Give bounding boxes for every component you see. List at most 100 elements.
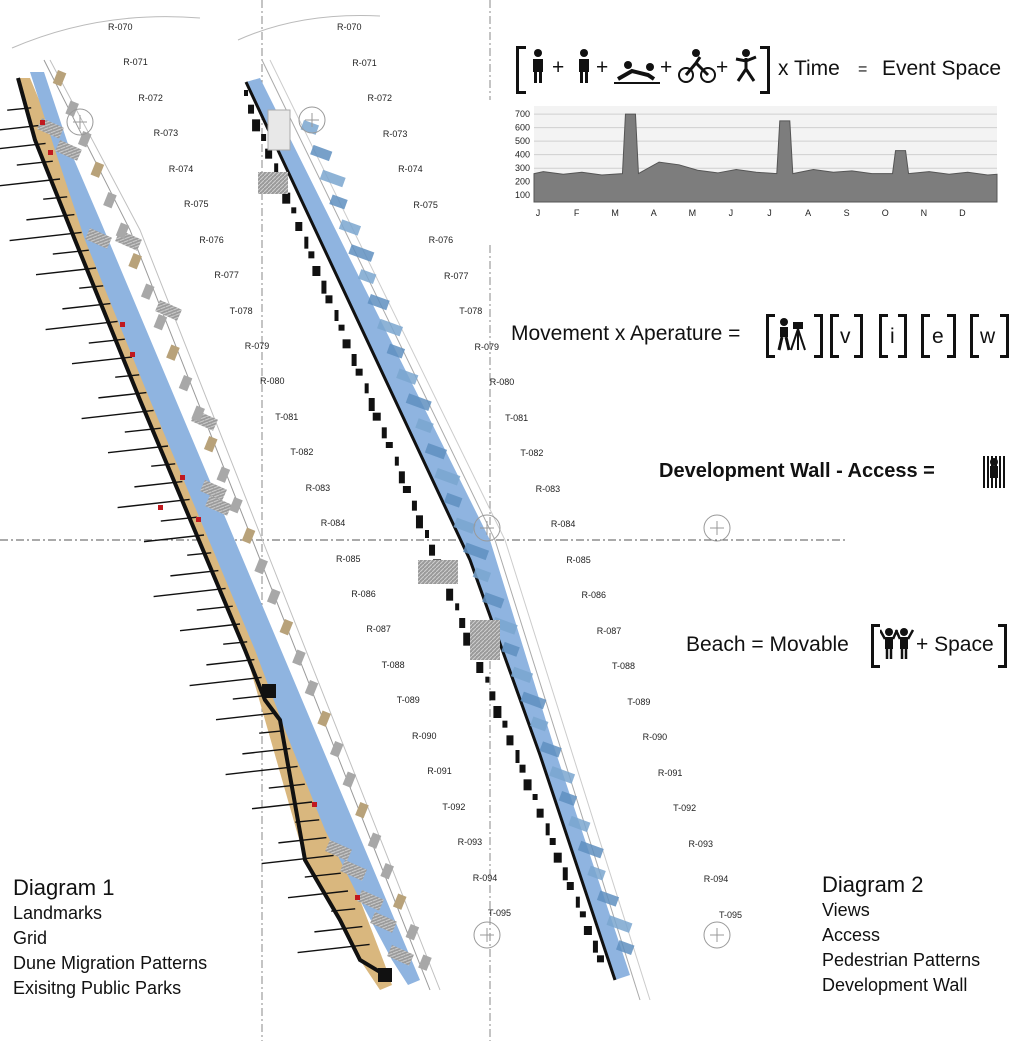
building-block [533, 794, 538, 800]
building-block [291, 207, 296, 213]
diagram1-grid-label: T-082 [290, 447, 313, 457]
chart-x-tick: A [805, 208, 811, 218]
view-photo [320, 170, 346, 188]
plus-sign: + [596, 56, 608, 80]
photo-tile [418, 955, 432, 971]
diagram1-item: Grid [13, 926, 47, 951]
building-block [537, 809, 544, 818]
diagram1-grid-label: R-072 [138, 93, 163, 103]
view-photo [339, 219, 361, 235]
photo-tile [103, 192, 117, 208]
view-letter-e: e [932, 325, 944, 349]
left-bracket [970, 314, 979, 358]
left-bracket [766, 314, 775, 358]
diagram2-grid-label: T-081 [505, 413, 528, 423]
diagram1-grid-label: R-091 [427, 766, 452, 776]
photo-tile [78, 131, 92, 147]
diagram2-grid-label: R-087 [597, 626, 622, 636]
movement-lhs: Movement x Aperature = [511, 322, 740, 346]
building-block [365, 383, 369, 393]
diagram1-grid-label: R-075 [184, 199, 209, 209]
arc-line [12, 17, 200, 48]
diagram1-grid-label: R-074 [169, 164, 194, 174]
diagram1-grid-label: R-085 [336, 554, 361, 564]
building-block [485, 677, 489, 683]
chart-y-tick: 300 [515, 163, 530, 173]
photo-tile [217, 467, 231, 483]
right-bracket [760, 46, 770, 94]
building-block [339, 325, 345, 331]
building-block [567, 882, 574, 890]
diagram1-title: Diagram 1 [13, 875, 114, 901]
building-block [416, 515, 423, 528]
diagram1-grid-label: R-090 [412, 731, 437, 741]
times-time: x Time [778, 57, 840, 81]
diagram2-grid-label: R-072 [368, 93, 393, 103]
building-block [459, 618, 465, 628]
building-block [584, 926, 592, 935]
edge-line [44, 60, 430, 990]
building-block [550, 838, 556, 845]
building-block [563, 867, 568, 880]
diagram2-grid-label: R-073 [383, 129, 408, 139]
landmark-marker [158, 505, 163, 510]
diagram2-title: Diagram 2 [822, 872, 923, 898]
camera-tripod-icon [775, 316, 815, 352]
hatched-area [418, 560, 458, 584]
building-block [248, 105, 254, 114]
left-bracket [921, 314, 930, 358]
diagram1-grid-label: R-077 [214, 270, 239, 280]
building-block [282, 193, 290, 204]
landmark-marker [196, 517, 201, 522]
photo-tile [280, 619, 294, 635]
landmark-marker [40, 120, 45, 125]
diagram2-item: Access [822, 923, 880, 948]
diagram1-grid-label: T-092 [442, 802, 465, 812]
building-block [304, 237, 308, 249]
building-block [493, 706, 501, 718]
diagram1-grid-label: R-083 [306, 483, 331, 493]
diagram1-grid-label: R-071 [123, 57, 148, 67]
grid-tick [206, 660, 254, 665]
diagram2-item: Development Wall [822, 973, 967, 998]
diagram1-item: Exisitng Public Parks [13, 976, 181, 1001]
photo-tile [380, 863, 394, 879]
chart-y-tick: 100 [515, 190, 530, 200]
chart-x-tick: A [651, 208, 657, 218]
building-block [252, 119, 260, 131]
diagram2-grid-label: R-076 [429, 235, 454, 245]
building-block [395, 457, 399, 466]
grid-tick [154, 588, 226, 596]
photo-tile [267, 589, 281, 605]
building-block [335, 310, 339, 321]
hatched-area [258, 172, 288, 194]
grid-tick [10, 232, 82, 240]
diagram1-grid-label: T-095 [488, 908, 511, 918]
diagram1-grid-label: R-080 [260, 376, 285, 386]
building-block [244, 90, 248, 96]
right-bracket [854, 314, 863, 358]
diagram1-grid-label: T-081 [275, 412, 298, 422]
building-block [476, 662, 483, 673]
chart-y-tick: 500 [515, 136, 530, 146]
reticle-cross [710, 928, 724, 942]
chart-x-tick: D [959, 208, 966, 218]
diagram2-grid-label: R-086 [581, 590, 606, 600]
grid-tick [82, 410, 154, 418]
grid-tick [46, 321, 118, 329]
left-bracket [871, 624, 880, 668]
sunbather-icon [614, 61, 660, 83]
view-letter-w: w [980, 325, 995, 349]
diagram1-grid-label: R-087 [366, 624, 391, 634]
diagram2-item: Pedestrian Patterns [822, 948, 980, 973]
chart-y-tick: 600 [515, 123, 530, 133]
diagram1-item: Landmarks [13, 901, 102, 926]
building-block [399, 471, 405, 483]
diagram1-grid-label: R-093 [458, 837, 483, 847]
plus-sign: + [660, 56, 672, 80]
diagram1-grid-label: R-073 [154, 128, 179, 138]
wall-access-icon [982, 454, 1006, 490]
chart-y-tick: 200 [515, 177, 530, 187]
landmark-marker [48, 150, 53, 155]
building-block [502, 721, 507, 728]
